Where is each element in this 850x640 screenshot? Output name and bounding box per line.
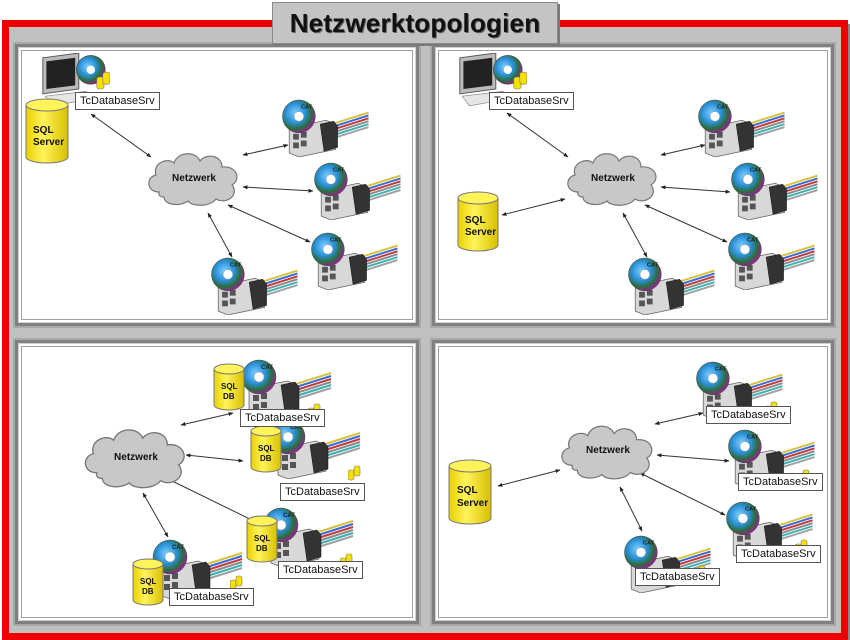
tcdatabasesrv-label: TcDatabaseSrv [738, 473, 823, 491]
connection-lines [501, 112, 731, 258]
sql-db-label-1: SQL [258, 444, 275, 453]
network-label: Netzwerk [172, 173, 216, 184]
topology-panel-4: SQL Server Netzwerk TcDatabaseSrv TcData… [430, 338, 836, 626]
link-network-device-2 [242, 185, 314, 193]
connection-lines [497, 412, 730, 532]
network-label: Netzwerk [114, 452, 158, 463]
plc-node-1: SQL DB [213, 359, 332, 419]
sql-db-label-1: SQL [254, 534, 271, 543]
network-cloud: Netzwerk [561, 425, 653, 480]
sql-db-label-2: DB [256, 544, 268, 553]
tcdatabasesrv-label: TcDatabaseSrv [736, 545, 821, 563]
tcdatabasesrv-label: TcDatabaseSrv [635, 568, 720, 586]
link-network-device-4 [622, 212, 648, 258]
sql-db-label-2: DB [260, 454, 272, 463]
plc-device-icon [627, 257, 715, 315]
network-label: Netzwerk [591, 173, 635, 184]
sql-server-icon: SQL Server [457, 191, 499, 252]
sql-db-label-1: SQL [221, 382, 238, 391]
topology-1-diagram: SQL Server Netzwerk [25, 53, 401, 315]
sql-server-icon: SQL Server [448, 459, 492, 525]
sql-server-label-2: Server [457, 498, 488, 509]
link-network-node-4 [619, 486, 643, 532]
plc-device-icon [269, 419, 361, 479]
link-network-device-2 [660, 185, 731, 194]
network-cloud: Netzwerk [84, 429, 185, 489]
link-network-device-1 [660, 144, 706, 156]
plc-device-icon [727, 232, 815, 290]
plc-node-2: SQL DB [250, 419, 361, 481]
link-network-device-3 [227, 204, 311, 243]
sql-server-label-1: SQL [457, 485, 478, 496]
tcdatabasesrv-label: TcDatabaseSrv [280, 483, 365, 501]
sql-db-label-2: DB [142, 587, 154, 596]
sql-server-icon: SQL Server [25, 98, 69, 164]
link-network-node-1 [654, 412, 704, 425]
connection-lines [142, 412, 259, 538]
tcdatabasesrv-label: TcDatabaseSrv [169, 588, 254, 606]
topology-4-diagram: SQL Server Netzwerk [448, 361, 815, 593]
tcdatabasesrv-label: TcDatabaseSrv [278, 561, 363, 579]
plc-device-icon [281, 99, 369, 157]
tcdatabasesrv-label: TcDatabaseSrv [75, 92, 160, 110]
sql-db-label-1: SQL [140, 577, 157, 586]
link-network-device-4 [207, 212, 233, 258]
plc-device-icon [697, 99, 785, 157]
page-title: Netzwerktopologien [289, 7, 541, 38]
link-server-network [506, 112, 569, 158]
link-network-node-1 [180, 412, 234, 426]
title-banner: Netzwerktopologien [272, 2, 558, 44]
network-cloud: Netzwerk [148, 153, 238, 206]
network-label: Netzwerk [586, 445, 630, 456]
mini-db-icon [348, 465, 361, 481]
topology-panel-1: SQL Server Netzwerk TcDatabaseSrv [13, 42, 421, 328]
link-server-network [90, 113, 152, 158]
link-network-device-3 [644, 204, 728, 243]
sql-server-label-2: Server [33, 137, 64, 148]
plc-node-4: SQL DB [132, 539, 243, 606]
network-cloud: Netzwerk [567, 153, 657, 206]
topology-2-diagram: SQL Server Netzwerk [457, 53, 818, 315]
sql-server-label-1: SQL [33, 125, 54, 136]
sql-db-label-2: DB [223, 392, 235, 401]
plc-node-3: SQL DB [246, 507, 354, 569]
tcdatabasesrv-label: TcDatabaseSrv [240, 409, 325, 427]
link-network-node-4 [142, 492, 169, 538]
tcdatabasesrv-label: TcDatabaseSrv [489, 92, 574, 110]
link-network-node-2 [185, 453, 244, 463]
topology-panel-2: SQL Server Netzwerk TcDatabaseSrv [430, 42, 836, 328]
link-network-node-3 [639, 472, 726, 516]
connection-lines [90, 113, 314, 258]
link-network-node-2 [656, 453, 730, 463]
topology-panel-3: Netzwerk SQL DB SQL DB SQL DB [13, 338, 421, 626]
topology-3-diagram: Netzwerk SQL DB SQL DB SQL DB [84, 359, 361, 606]
link-network-node-3 [165, 477, 259, 524]
plc-device-icon [310, 232, 398, 290]
sql-server-label-1: SQL [465, 215, 486, 226]
link-sqlserver-network [497, 469, 561, 487]
link-sqlserver-network [501, 198, 566, 216]
sql-server-label-2: Server [465, 227, 496, 238]
link-network-device-1 [242, 144, 289, 156]
plc-device-icon [313, 162, 401, 220]
plc-device-icon [210, 257, 298, 315]
tcdatabasesrv-label: TcDatabaseSrv [706, 406, 791, 424]
plc-device-icon [730, 162, 818, 220]
